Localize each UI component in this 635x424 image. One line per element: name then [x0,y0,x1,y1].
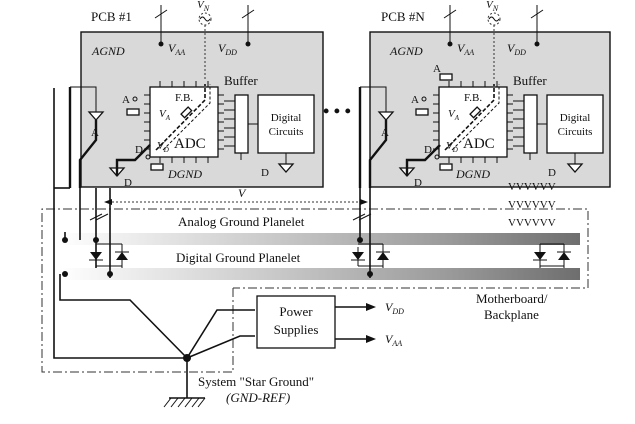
pcb-1-pin-d-label: D [135,144,143,156]
pcb-1-digital-label-1: Digital [271,112,302,124]
digital-ground-planelet [58,268,580,280]
pcb-1-digital-label-2: Circuits [269,126,304,138]
pcb-n: PCB #N AGND DGND VAA VDD VN [358,0,611,189]
pcb-1-title: PCB #1 [91,9,132,24]
pcb-n-buffer [523,94,538,154]
pcb-1-adc-label: ADC [174,136,206,152]
pcb-1-vn-label: VN [197,0,210,13]
power-supplies-label-2: Supplies [274,322,319,337]
pcb-n-digital-label-1: Digital [560,112,591,124]
analog-planelet-label: Analog Ground Planelet [178,214,305,229]
pcb-1-digital-gnd-label: D [261,167,269,179]
digital-planelet-label: Digital Ground Planelet [176,250,301,265]
pcb-1-buffer-label: Buffer [224,73,258,88]
pcb-n-fb-label: F.B. [464,92,482,104]
pcb-1-adc-chip: F.B. VA VD ADC [144,81,224,163]
zigzag-mark-3: VVVVVV [508,217,556,229]
pcb-n-pin-d-label: D [424,144,432,156]
pcb-n-buffer-label: Buffer [513,73,547,88]
power-supplies-box [256,295,336,349]
pcb-1-va-label: VA [159,108,171,122]
zigzag-mark-1: VVVVVV [508,181,556,193]
pcb-n-adc-label: ADC [463,136,495,152]
motherboard-boundary [41,208,589,373]
v-potential-label: V [238,186,247,200]
pcb-n-vn-label: VN [486,0,499,13]
pcb-1: PCB #1 AGND DGND VAA VDD VN [68,0,324,189]
pcb-1-agnd-label: AGND [91,44,125,58]
pcb-n-vdd-label: VDD [507,41,526,57]
pcb-n-planelet-connections [351,188,390,278]
pcb-1-vdd-label: VDD [218,41,237,57]
pcb-1-fb-label: F.B. [175,92,193,104]
pcb-1-gnd-d-label: D [124,177,132,189]
pcb-n-dgnd-label: DGND [455,167,490,181]
power-to-star-wire [186,309,255,359]
pcb-1-dgnd-label: DGND [167,167,202,181]
power-supplies-label-1: Power [279,304,313,319]
planelet-to-star-wire [59,274,188,359]
pcb-n-vd-label: VD [446,140,458,154]
earth-ground-icon [163,397,206,408]
pcb-n-adc-chip: F.B. VA VD ADC [433,81,513,163]
analog-ground-planelet [58,233,580,245]
pcb-1-vd-label: VD [157,140,169,154]
right-planelet-diodes [533,243,571,268]
pcb-n-va-label: VA [448,108,460,122]
pcb-n-pin-a-label: A [433,63,441,75]
zigzag-mark-2: VVVVVV [508,199,556,211]
pcb-1-planelet-connections [79,188,129,278]
power-vdd-label: VDD [385,300,404,316]
gnd-ref-label: (GND-REF) [226,390,290,405]
pcb-n-title: PCB #N [381,9,425,24]
pcb-n-vaa-label: VAA [457,41,474,57]
pcb-1-digital-circuits [257,94,315,154]
pcb-n-pin-a2-label: A [411,94,419,106]
pcb-1-vaa-label: VAA [168,41,185,57]
pcb-n-agnd-label: AGND [389,44,423,58]
pcb-n-digital-circuits [546,94,604,154]
pcb-ellipsis: • • • [323,101,351,121]
pcb-n-gnd-d-label: D [414,177,422,189]
pcb-n-digital-label-2: Circuits [558,126,593,138]
star-ground-label: System "Star Ground" [198,374,314,389]
motherboard-label-1: Motherboard/ [476,291,548,306]
power-vaa-label: VAA [385,332,402,348]
pcb-1-buffer [234,94,249,154]
supply-to-star-wire [186,335,255,359]
pcb-n-digital-gnd-label: D [548,167,556,179]
motherboard-label-2: Backplane [484,307,539,322]
analog-return-wire [53,88,187,359]
pcb-1-pin-a-label: A [122,94,130,106]
